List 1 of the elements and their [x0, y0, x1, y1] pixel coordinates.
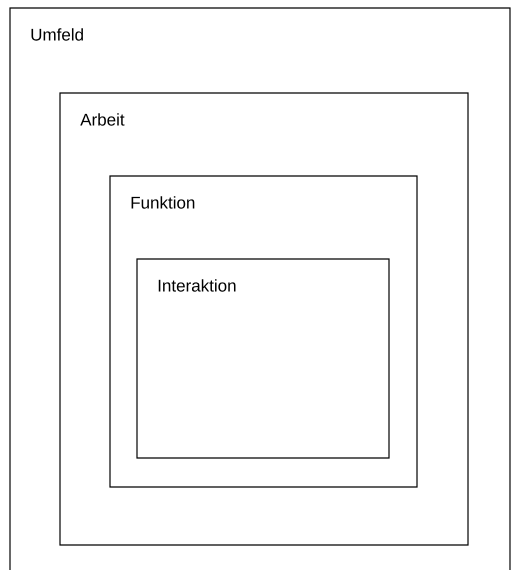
nested-box: Interaktion: [136, 258, 390, 459]
